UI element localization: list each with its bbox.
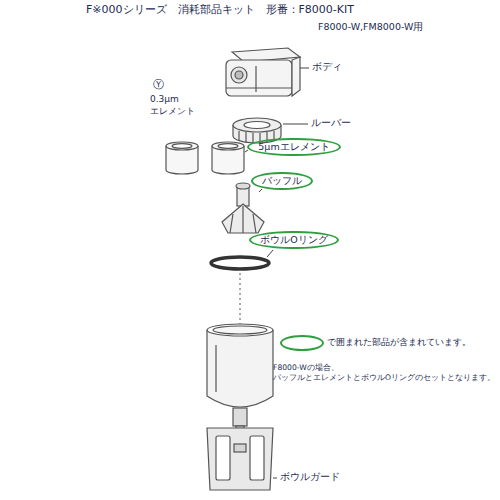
leader-line [245, 150, 248, 152]
option-mark: Ⓨ [153, 78, 164, 92]
bowl-guard-part [216, 436, 230, 480]
leader-line [283, 124, 308, 125]
text-line: エレメント [150, 106, 195, 118]
part-name: バッフル [262, 175, 302, 188]
part-name: ボウルOリング [260, 234, 327, 247]
element-03-part [172, 144, 192, 149]
body-part [231, 67, 247, 83]
louver-part [252, 133, 253, 143]
bowl-part [215, 345, 216, 392]
bowl-part [207, 324, 273, 440]
body-part [226, 87, 292, 88]
louver-part [244, 122, 270, 129]
baffle-part [236, 183, 250, 189]
included-part-oval: ボウルOリング [249, 231, 338, 250]
o-ring-part [211, 257, 269, 269]
assembly-axis [240, 273, 241, 324]
bowl-guard-part [250, 436, 264, 480]
legend-text: で囲まれた部品が含まれています。 [327, 337, 471, 349]
part-name: 0.3μm エレメント [150, 94, 195, 117]
baffle-part [242, 206, 243, 233]
body-part [226, 48, 300, 96]
assembly-axis [240, 273, 241, 324]
text-line: F8000-Wの場合、 [273, 363, 495, 373]
body-part [235, 71, 243, 79]
body-part [292, 57, 300, 96]
bowl-part [233, 408, 247, 426]
baffle-part [253, 214, 256, 233]
model-note: F8000-W,FM8000-W用 [318, 21, 423, 33]
leader-line [273, 478, 277, 479]
element-5-part [212, 142, 244, 174]
leader-line [300, 68, 309, 69]
bowl-part [207, 324, 273, 336]
part-name: ボウルガード [280, 471, 340, 483]
element-03-part [166, 142, 198, 174]
part-name: 5μmエレメント [258, 141, 329, 154]
part-name: ボディ [312, 61, 342, 73]
bowl-guard-part [207, 428, 273, 490]
louver-part [233, 118, 281, 132]
louver-part [245, 132, 246, 143]
legend-row: で囲まれた部品が含まれています。 [280, 335, 471, 351]
element-03-part [166, 142, 198, 150]
body-part [226, 60, 292, 96]
element-5-part [212, 142, 244, 150]
baffle-part [230, 214, 233, 233]
o-ring-part [211, 257, 269, 269]
text-line: 0.3μm [150, 94, 195, 106]
bowl-guard-part [207, 428, 273, 490]
note-text: F8000-Wの場合、 パッフルとエレメントとボウルOリングのセットとなります。 [273, 363, 495, 383]
louver-part [238, 131, 239, 141]
leader-line [245, 68, 309, 478]
baffle-part [222, 204, 264, 233]
title-text: F※000シリーズ 消耗部品キット 形番：F8000-KIT [86, 3, 354, 17]
leader-line [259, 189, 262, 192]
leader-line [267, 250, 273, 257]
included-part-oval: バッフル [251, 172, 313, 191]
baffle-part [222, 183, 264, 233]
part-name: ルーバー [311, 117, 351, 129]
bowl-part [213, 326, 267, 334]
text-line: パッフルとエレメントとボウルOリングのセットとなります。 [273, 373, 495, 383]
legend-swatch [280, 335, 324, 351]
element-5-part [218, 144, 238, 149]
bowl-part [207, 330, 273, 407]
included-part-oval: 5μmエレメント [247, 138, 340, 157]
bowl-guard-part [234, 444, 246, 452]
